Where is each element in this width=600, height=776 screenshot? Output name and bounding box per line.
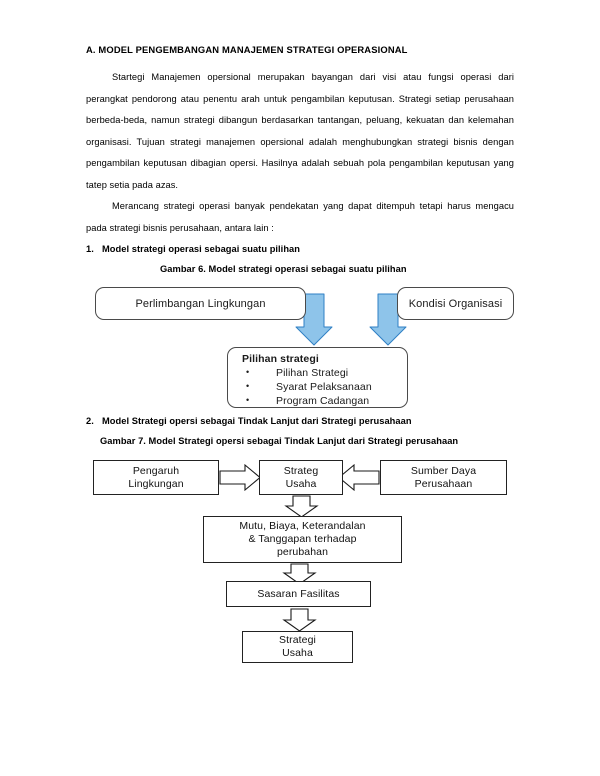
section-2-number: 2. bbox=[86, 416, 94, 427]
figure-7-pengaruh-line2: Lingkungan bbox=[128, 477, 184, 490]
figure-6-pilihan-heading: Pilihan strategi bbox=[242, 353, 319, 366]
figure-7-box-sasaran-fasilitas: Sasaran Fasilitas bbox=[226, 581, 371, 608]
section-1-label: Model strategi operasi sebagai suatu pil… bbox=[102, 244, 300, 255]
figure-7-box-strategi-usaha: Strategi Usaha bbox=[242, 631, 353, 664]
figure-6-box-pertimbangan-label: Perlimbangan Lingkungan bbox=[135, 297, 266, 310]
figure-7-strategi-line1: Strategi bbox=[279, 634, 316, 647]
figure-6-box-kondisi-organisasi: Kondisi Organisasi bbox=[397, 287, 514, 321]
figure-7-pengaruh-line1: Pengaruh bbox=[132, 464, 180, 477]
figure-7-box-sumber-daya-perusahaan: Sumber Daya Perusahaan bbox=[380, 460, 507, 496]
figure-7-pengaruh-label: Pengaruh Lingkungan bbox=[128, 465, 183, 491]
section-2-label: Model Strategi opersi sebagai Tindak Lan… bbox=[102, 416, 412, 427]
list-item: Pilihan Strategi bbox=[242, 365, 407, 380]
section-1-number: 1. bbox=[86, 244, 94, 255]
figure-6-box-pilihan-strategi: Pilihan strategi Pilihan Strategi Syarat… bbox=[227, 347, 408, 409]
figure-6-box-kondisi-label: Kondisi Organisasi bbox=[408, 297, 503, 310]
figure-7-mutu-line3: perubahan bbox=[276, 546, 329, 559]
figure-7-mutu-line1: Mutu, Biaya, Keterandalan bbox=[239, 520, 366, 533]
figure-6: Perlimbangan Lingkungan Kondisi Organisa… bbox=[86, 283, 514, 411]
figure-7-mutu-line2: & Tanggapan terhadap bbox=[248, 533, 357, 546]
figure-7-strateg-line1: Strateg bbox=[283, 464, 319, 477]
figure-7-mutu-label: Mutu, Biaya, Keterandalan & Tanggapan te… bbox=[239, 520, 365, 559]
figure-6-caption: Gambar 6. Model strategi operasi sebagai… bbox=[160, 264, 407, 275]
figure-7-caption: Gambar 7. Model Strategi opersi sebagai … bbox=[100, 436, 459, 447]
figure-7-strateg-label: Strateg Usaha bbox=[284, 465, 319, 491]
paragraph-1: Startegi Manajemen opersional merupakan … bbox=[86, 72, 514, 190]
figure-7-box-pengaruh-lingkungan: Pengaruh Lingkungan bbox=[93, 460, 219, 496]
figure-7-box-mutu-biaya-keterandalan: Mutu, Biaya, Keterandalan & Tanggapan te… bbox=[203, 516, 402, 564]
list-item: Program Cadangan bbox=[242, 393, 407, 408]
section-1-heading: 1. Model strategi operasi sebagai suatu p… bbox=[86, 239, 514, 259]
document-content: A. MODEL PENGEMBANGAN MANAJEMEN STRATEGI… bbox=[86, 44, 514, 664]
figure-7-sumber-line1: Sumber Daya bbox=[410, 464, 477, 477]
figure-7-box-strateg-usaha: Strateg Usaha bbox=[259, 460, 343, 496]
figure-6-box-pertimbangan-lingkungan: Perlimbangan Lingkungan bbox=[95, 287, 306, 321]
figure-7-sumber-label: Sumber Daya Perusahaan bbox=[411, 465, 476, 491]
figure-7: Pengaruh Lingkungan Strateg Usaha Sumber… bbox=[86, 454, 514, 664]
list-item: Syarat Pelaksanaan bbox=[242, 379, 407, 394]
figure-7-strateg-line2: Usaha bbox=[285, 477, 317, 490]
paragraph-2: Merancang strategi operasi banyak pendek… bbox=[86, 201, 514, 233]
figure-6-pilihan-list: Pilihan Strategi Syarat Pelaksanaan Prog… bbox=[242, 365, 407, 408]
figure-7-strategi-usaha-label: Strategi Usaha bbox=[279, 634, 316, 660]
section-2-heading: 2. Model Strategi opersi sebagai Tindak L… bbox=[86, 411, 514, 431]
figure-7-sasaran-label: Sasaran Fasilitas bbox=[257, 587, 340, 600]
figure-7-strategi-line2: Usaha bbox=[282, 647, 313, 660]
page-title: A. MODEL PENGEMBANGAN MANAJEMEN STRATEGI… bbox=[86, 44, 408, 55]
figure-7-sumber-line2: Perusahaan bbox=[414, 477, 473, 490]
